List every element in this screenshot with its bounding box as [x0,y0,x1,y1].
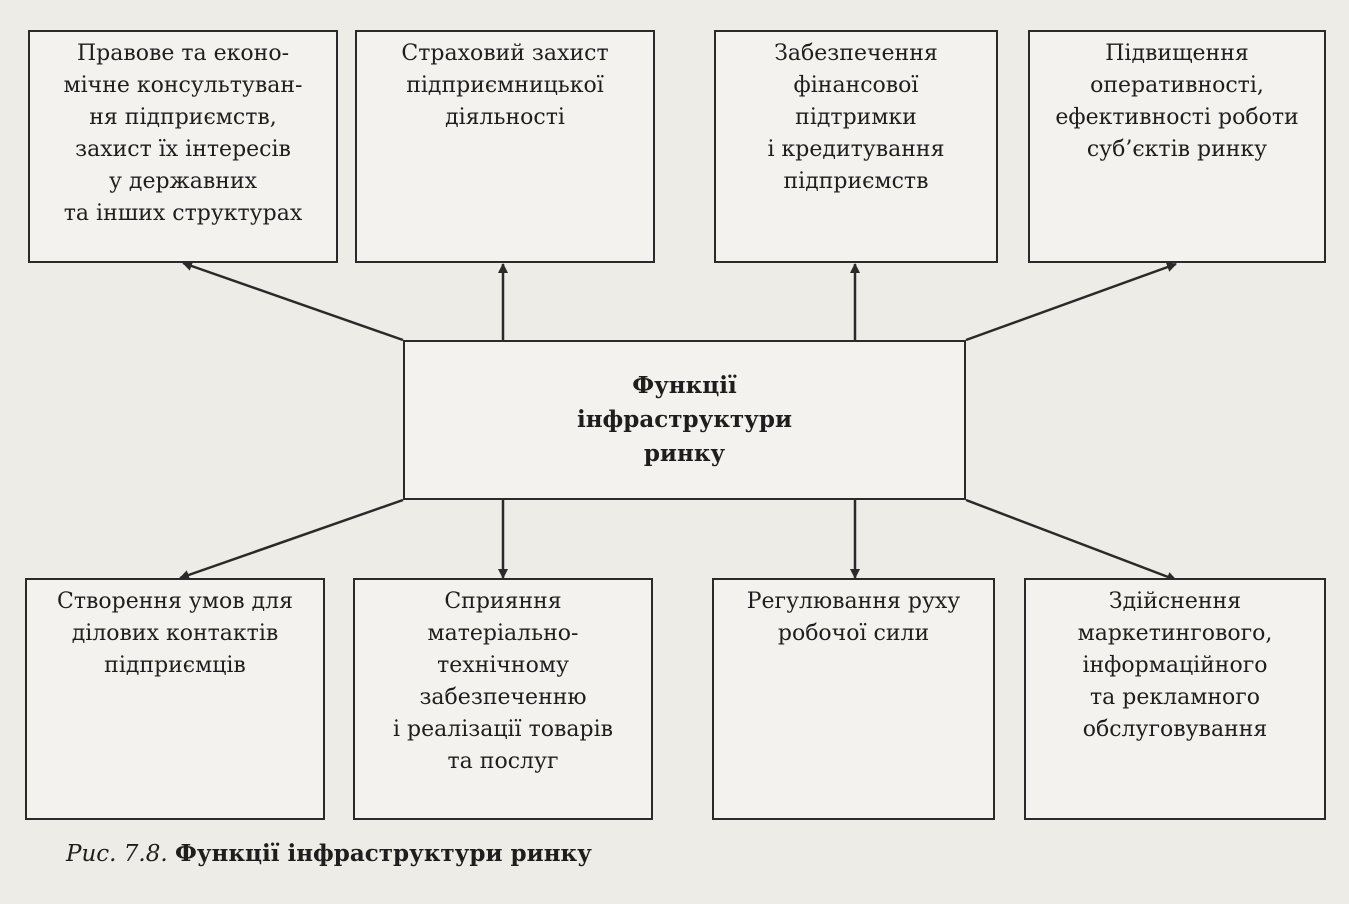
box-text-line: обслуговування [1082,717,1268,742]
caption-title: Функції інфраструктури ринку [175,840,592,867]
box-text-line: Створення умов для [56,589,294,614]
box-text-line: і реалізації товарів [392,717,613,742]
box-text-line: та послуг [447,749,559,774]
box-text-line: технічному [437,653,569,678]
box-text-line: підприємців [104,653,246,678]
box-text-line: Страховий захист [401,41,609,66]
box-text-line: у державних [108,169,258,194]
bottom-box-1: Створення умов для ділових контактів підпр… [25,578,325,820]
box-text-line: Регулювання руху [746,589,961,614]
box-text-line: матеріально- [427,621,579,646]
box-text-line: Підвищення [1105,41,1249,66]
arrow-to-bottom-4 [965,498,1177,582]
box-text-line: робочої сили [777,621,930,646]
box-text-line: і кредитування [767,137,945,162]
box-text-line: ня підприємств, [89,105,277,130]
box-text-line: та інших структурах [63,201,303,226]
arrow-to-top-4 [965,262,1177,342]
box-text-line: Сприяння [444,589,562,614]
box-text-line: ділових контактів [71,621,279,646]
box-text-line: ефективності роботи [1055,105,1299,130]
box-text-line: забезпеченню [419,685,587,710]
box-text-line: інфраструктури [576,406,793,433]
arrow-to-top-1 [182,261,404,342]
bottom-box-3: Регулювання руху робочої сили [712,578,995,820]
box-text-line: підприємницької [406,73,604,98]
box-text-line: ринку [643,440,726,467]
center-box: Функції інфраструктури ринку [403,340,966,500]
box-text-line: діяльності [445,105,565,130]
box-text-line: підприємств [783,169,929,194]
box-text-line: суб’єктів ринку [1086,137,1268,162]
box-text-line: захист їх інтересів [75,137,291,162]
box-text-line: оперативності, [1090,73,1264,98]
box-text-line: підтримки [795,105,917,130]
arrow-to-bottom-1 [179,498,404,580]
bottom-box-2: Сприяння матеріально-технічному забезпечен… [353,578,653,820]
box-text-line: інформаційного [1082,653,1268,678]
box-text-line: Функції [632,372,737,399]
box-text-line: Правове та еконо- [76,41,290,66]
box-text-line: фінансової [793,73,919,98]
figure-caption: Рис. 7.8. Функції інфраструктури ринку [66,840,592,867]
top-box-4: Підвищення оперативності, ефективності роб… [1028,30,1326,263]
box-text-line: маркетингового, [1077,621,1273,646]
caption-label: Рис. 7.8. [66,841,168,867]
box-text-line: Здійснення [1108,589,1242,614]
box-text-line: та рекламного [1089,685,1261,710]
top-box-1: Правове та еконо-мічне консультуван-ня п… [28,30,338,263]
bottom-box-4: Здійснення маркетингового, інформаційного т… [1024,578,1326,820]
box-text-line: мічне консультуван- [63,73,303,98]
box-text-line: Забезпечення [774,41,938,66]
top-box-2: Страховий захист підприємницької діяльност… [355,30,655,263]
top-box-3: Забезпечення фінансової підтримки і кредиту… [714,30,998,263]
